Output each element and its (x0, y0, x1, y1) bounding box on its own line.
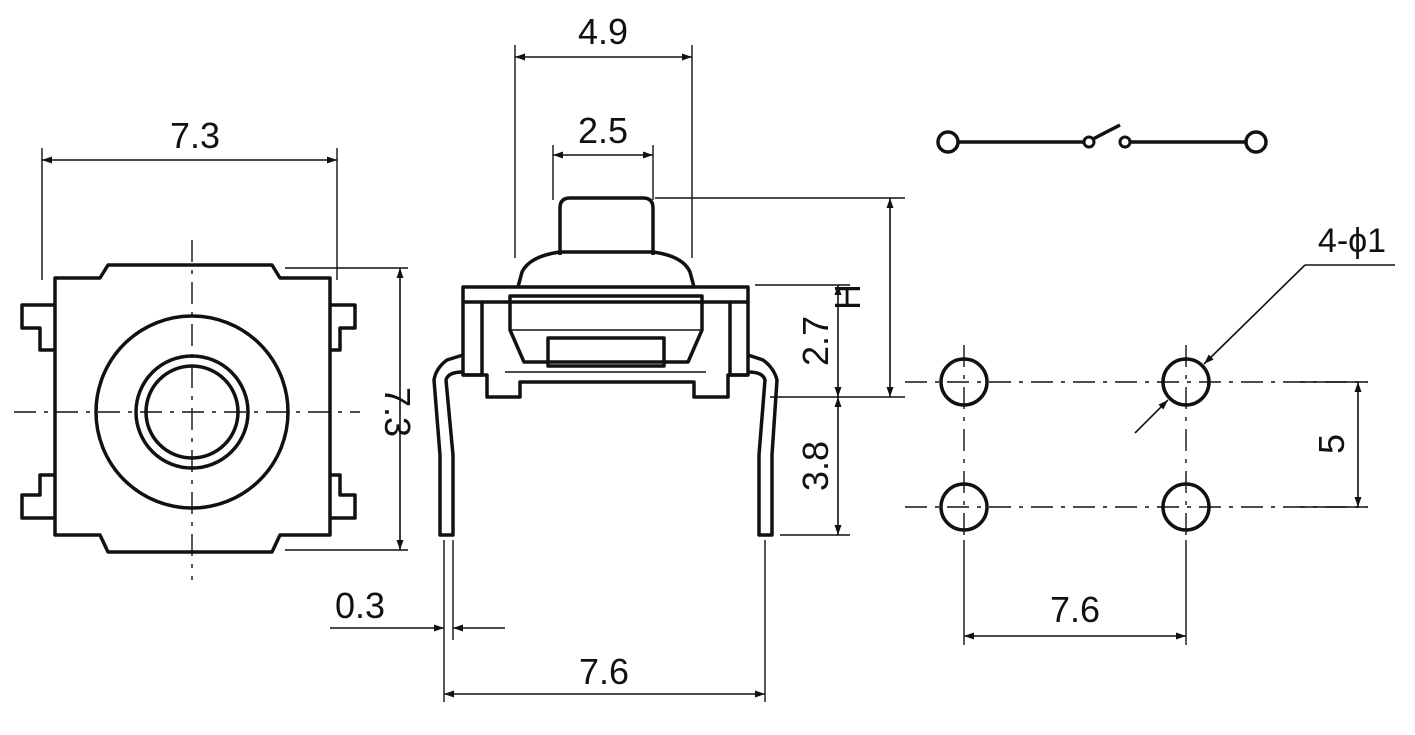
dim-actuator-width: 2.5 (578, 110, 628, 151)
terminal-tab-bottom-right (330, 473, 357, 520)
dim-body-width: 4.9 (578, 11, 628, 52)
switch-body-outline (53, 263, 332, 554)
terminal-left (936, 130, 960, 154)
frame-right-wall (728, 302, 750, 377)
terminal-tab-top-left (20, 303, 55, 352)
switch-schematic (936, 123, 1268, 154)
pin-right (747, 353, 779, 537)
dim-pin-length: 3.8 (795, 441, 836, 491)
actuator-stem (558, 196, 655, 255)
switch-base (463, 373, 748, 399)
pin-left (432, 353, 464, 537)
terminal-tab-top-right (330, 303, 357, 352)
terminal-tab-bottom-left (20, 473, 55, 520)
pcb-footprint: 4-ϕ1 7.6 5 (905, 222, 1395, 645)
pad-hole-top-left (939, 357, 989, 407)
actuator-dome (516, 250, 696, 288)
pad-hole-bottom-right (1161, 482, 1211, 532)
dim-pin-thickness: 0.3 (335, 585, 385, 626)
dim-pad-spacing-x: 7.6 (1050, 589, 1100, 630)
pad-hole-bottom-left (939, 482, 989, 532)
frame-left-wall (461, 302, 484, 377)
pad-hole-top-right (1161, 357, 1211, 407)
dim-top-height: 7.3 (377, 387, 418, 437)
dim-pin-spacing-side: 7.6 (579, 651, 629, 692)
top-view: 7.3 7.3 (14, 115, 418, 580)
side-view: 4.9 2.5 H 2.7 3.8 0.3 7.6 (330, 11, 905, 702)
inner-slot (546, 336, 666, 368)
hole-spec-label: 4-ϕ1 (1318, 222, 1386, 260)
dim-height-var: H (827, 284, 868, 310)
dim-pad-spacing-y: 5 (1311, 434, 1352, 454)
dim-top-width: 7.3 (170, 115, 220, 156)
terminal-right (1244, 130, 1268, 154)
dim-body-height: 2.7 (795, 316, 836, 366)
inner-cavity (508, 294, 704, 364)
